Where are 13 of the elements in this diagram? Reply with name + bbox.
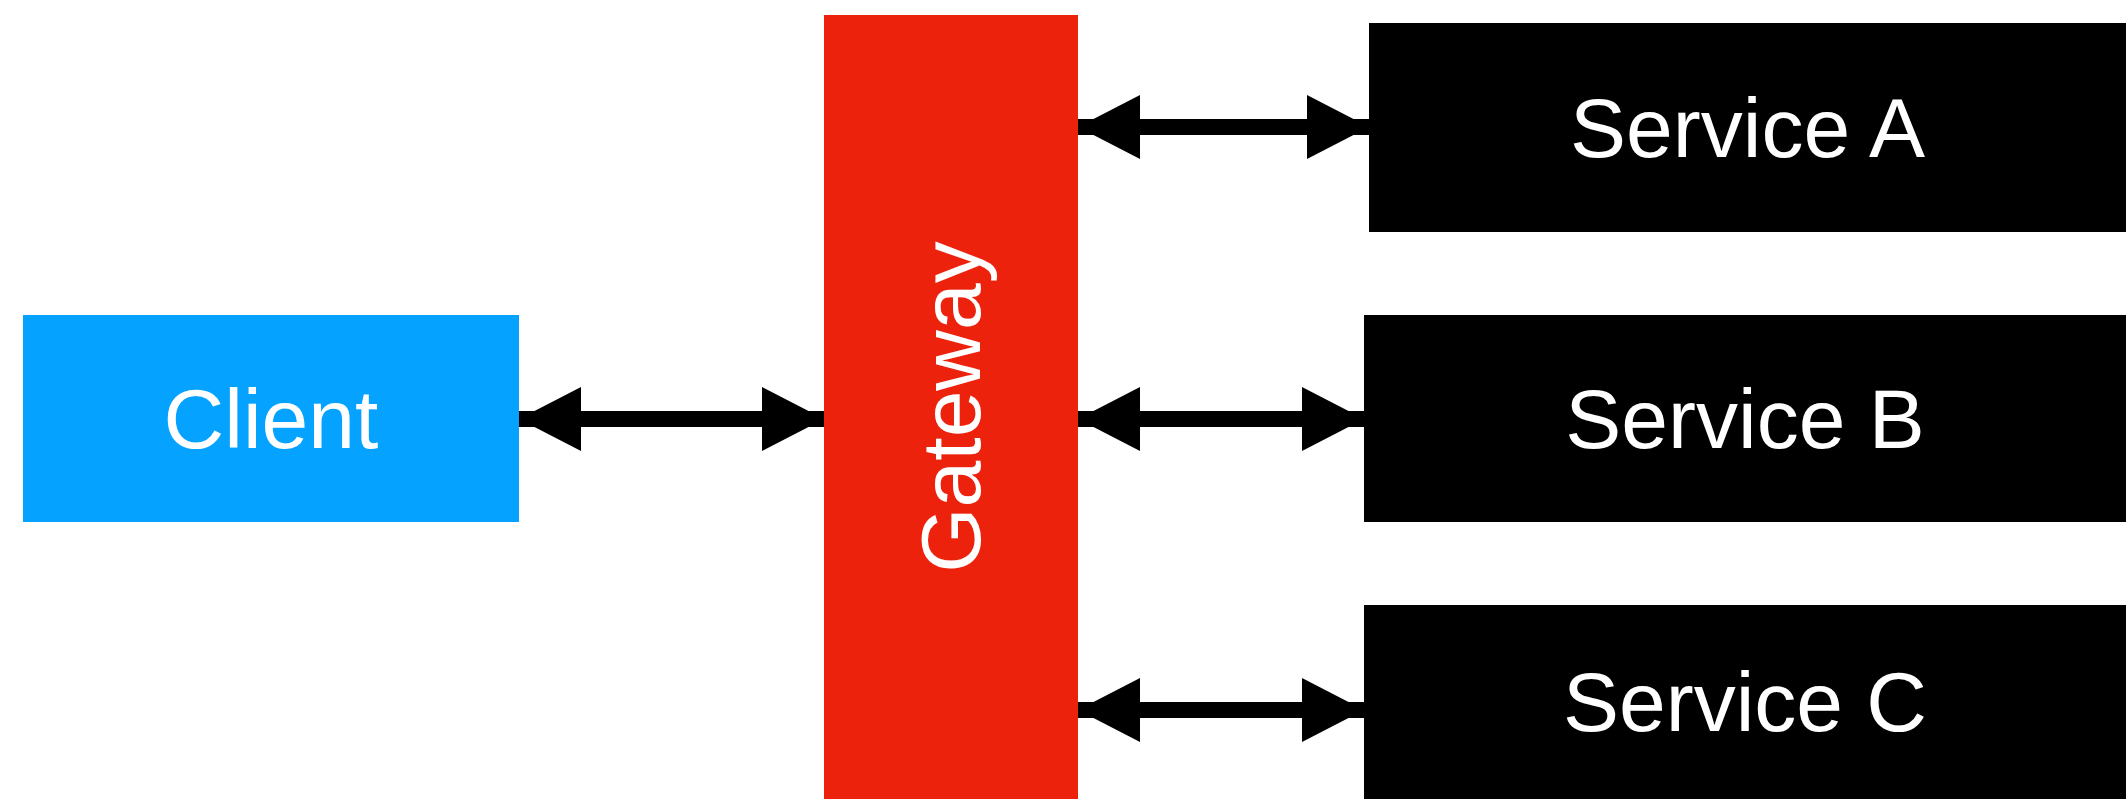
client-box (23, 315, 519, 522)
service-box (1364, 315, 2126, 522)
gateway-box (824, 15, 1078, 799)
double-arrow (1078, 387, 1364, 451)
double-arrow (1078, 95, 1369, 159)
node-label: Service A (1570, 85, 1925, 170)
service-box (1364, 605, 2126, 799)
node-label: Service B (1565, 376, 1925, 461)
double-arrow (1078, 678, 1364, 742)
node-label: Client (163, 376, 379, 461)
node-label: Service C (1562, 660, 1928, 744)
double-arrow (519, 387, 824, 451)
service-box (1369, 23, 2126, 232)
